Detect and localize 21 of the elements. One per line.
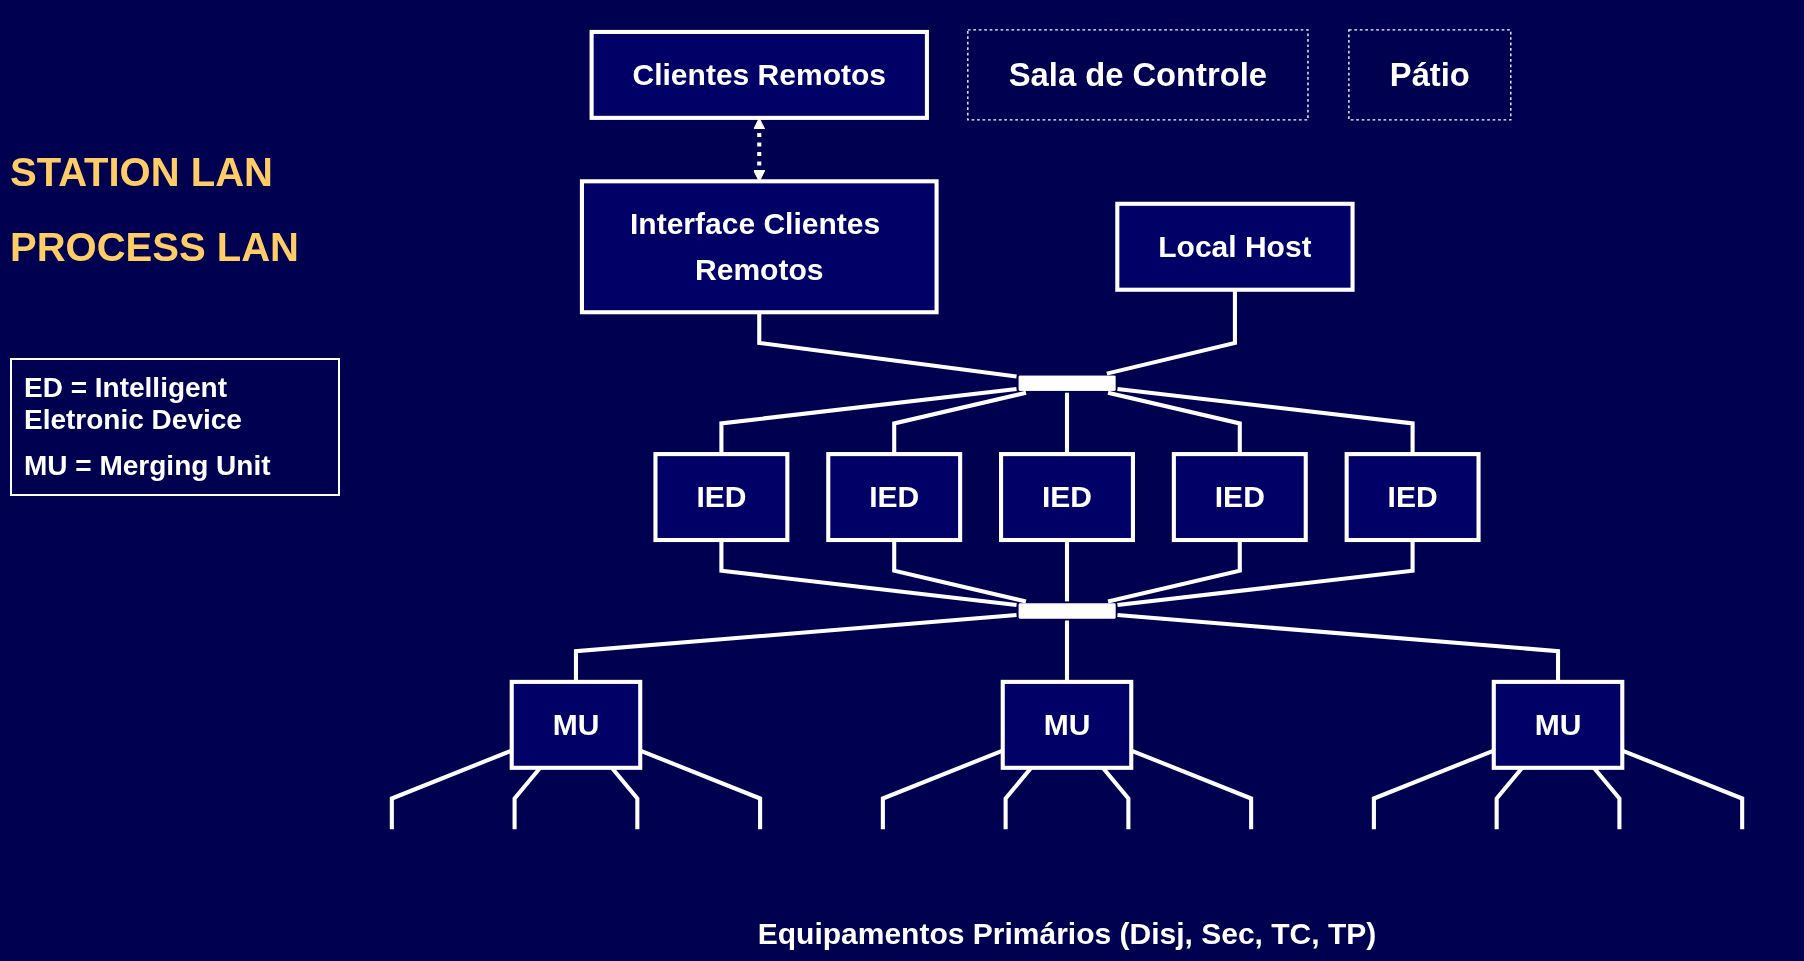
- network-label: PROCESS LAN: [10, 225, 300, 270]
- caption-text: Equipamentos Primários (Disj, Sec, TC, TP): [757, 917, 1377, 951]
- node-box: Pátio: [1348, 29, 1512, 121]
- node-box: MU: [509, 679, 643, 770]
- node-box: IED: [1171, 452, 1308, 543]
- node-box: MU: [1491, 679, 1625, 770]
- note-text: ED = Intelligent Eletronic Device: [24, 372, 243, 436]
- connector: [1107, 540, 1242, 604]
- node-box: Interface Clientes Remotos: [579, 179, 939, 315]
- node-box: IED: [1344, 452, 1481, 543]
- node-box: MU: [1000, 679, 1134, 770]
- connector: [892, 540, 1027, 604]
- note-text: MU = Merging Unit: [24, 450, 272, 482]
- network-label: STATION LAN: [10, 150, 274, 195]
- connector: [1064, 540, 1070, 602]
- node-box: Local Host: [1115, 201, 1355, 292]
- node-box: Clientes Remotos: [589, 29, 929, 120]
- node-box: Sala de Controle: [967, 29, 1309, 121]
- node-box: IED: [826, 452, 963, 543]
- node-box: IED: [653, 452, 790, 543]
- node-box: IED: [999, 452, 1135, 543]
